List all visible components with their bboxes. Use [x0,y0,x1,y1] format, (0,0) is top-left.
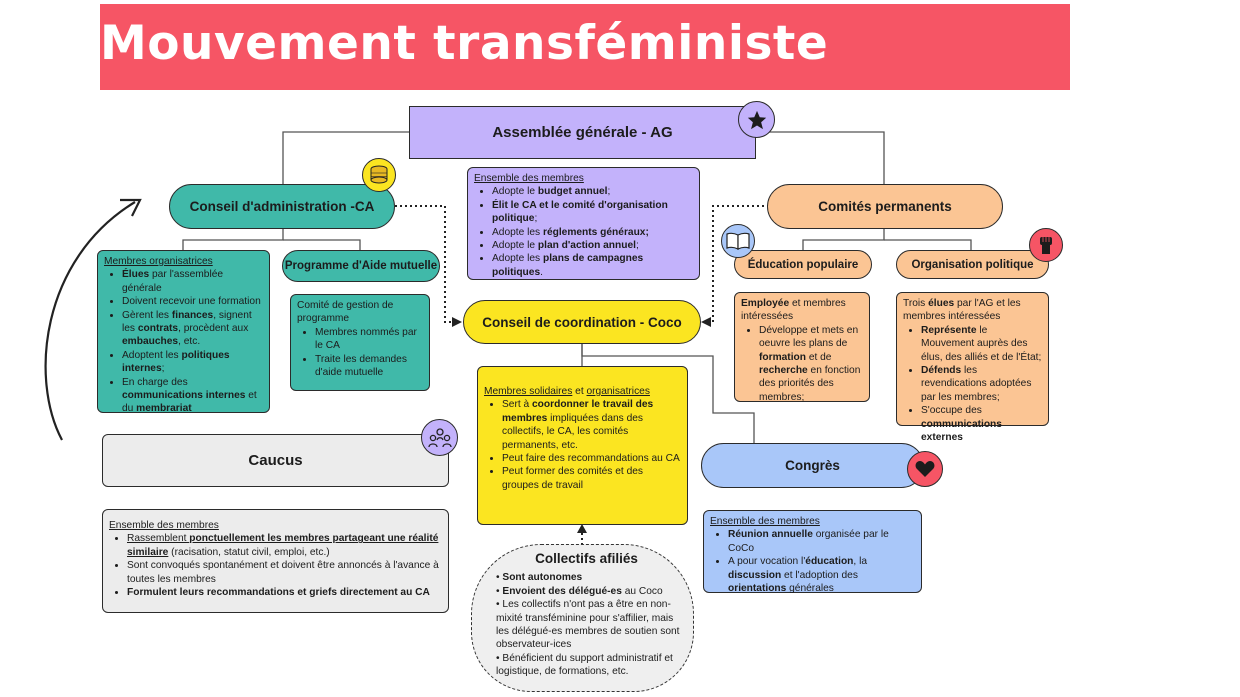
edu-list: Développe et mets en oeuvre les plans de… [741,324,863,404]
caucus-details: Ensemble des membres Rassemblent ponctue… [102,509,449,613]
org-list: Représente le Mouvement auprès des élus,… [903,324,1042,445]
congres-header: Congrès [701,443,924,488]
list-item: • Les collectifs n'ont pas a être en non… [496,599,680,651]
star-icon [738,101,775,138]
list-item: Réunion annuelle organisée par le CoCo [728,528,915,555]
edu-intro: Employée et membres intéressées [741,298,846,323]
caucus-heading: Ensemble des membres [109,520,219,531]
list-item: Sert à coordonner le travail des membres… [502,398,681,452]
ca-header: Conseil d'administration -CA [169,184,395,229]
people-group-icon [421,419,458,456]
org-title: Organisation politique [911,258,1034,271]
ag-list: Adopte le budget annuel;Élit le CA et le… [474,185,693,279]
ca-heading: Membres organisatrices [104,256,213,267]
caucus-title: Caucus [248,452,303,469]
collectifs-list: • Sont autonomes • Envoient des délégué-… [492,571,681,678]
org-intro: Trois élues par l'AG et les membres inté… [903,298,1021,323]
caucus-header: Caucus [102,434,449,487]
list-item: Élit le CA et le comité d'organisation p… [492,199,693,226]
coins-icon [362,158,396,192]
collectifs-title: Collectifs afiliés [535,551,638,566]
page-title: Mouvement transféministe [100,16,829,71]
raised-fist-icon [1029,228,1063,262]
coco-details: Membres solidaires et organisatrices Ser… [477,366,688,525]
ag-title: Assemblée générale - AG [492,124,673,141]
ca-title: Conseil d'administration -CA [189,199,375,214]
comites-header: Comités permanents [767,184,1003,229]
org-details: Trois élues par l'AG et les membres inté… [896,292,1049,443]
ca-list: Élues par l'assemblée générale Doivent r… [104,268,263,415]
list-item: Peut faire des recommandations au CA [502,452,681,465]
list-item: A pour vocation l'éducation, la discussi… [728,555,915,595]
list-item: Adoptent les politiques internes; [122,349,263,376]
coco-heading: Membres solidaires et organisatrices [484,386,650,397]
list-item: • Sont autonomes [496,572,583,584]
list-item: Gèrent les finances, signent les contrat… [122,309,263,349]
ag-details: Ensemble des membres Adopte le budget an… [467,167,700,280]
ca-details: Membres organisatrices Élues par l'assem… [97,250,270,415]
caucus-list: Rassemblent ponctuellement les membres p… [109,532,442,599]
list-item: Formulent leurs recommandations et grief… [127,586,442,599]
list-item: Développe et mets en oeuvre les plans de… [759,324,863,404]
book-icon [721,224,755,258]
heart-icon [907,451,943,487]
list-item: Adopte le plan d'action annuel; [492,239,693,252]
org-header: Organisation politique [896,250,1049,279]
list-item: Adopte les plans de campagnes politiques… [492,252,693,279]
ag-header: Assemblée générale - AG [409,106,756,159]
pam-title: Programme d'Aide mutuelle [284,260,438,272]
list-item: Adopte les réglements généraux; [492,226,693,239]
list-item: Rassemblent ponctuellement les membres p… [127,532,442,559]
edu-header: Éducation populaire [734,250,872,279]
congres-title: Congrès [785,458,840,473]
list-item: Sont convoqués spontanément et doivent ê… [127,559,442,586]
comites-title: Comités permanents [818,199,952,214]
list-item: S'occupe des communications externes [921,404,1042,444]
list-item: En charge des communications internes et… [122,376,263,416]
congres-details: Ensemble des membres Réunion annuelle or… [703,510,922,595]
edu-title: Éducation populaire [747,258,859,271]
list-item: Membres nommés par le CA [315,326,423,353]
list-item: Représente le Mouvement auprès des élus,… [921,324,1042,364]
edu-details: Employée et membres intéressées Développ… [734,292,870,404]
congres-list: Réunion annuelle organisée par le CoCo A… [710,528,915,595]
title-banner: Mouvement transféministe [100,4,1070,90]
congres-heading: Ensemble des membres [710,516,820,527]
coco-title: Conseil de coordination - Coco [482,314,682,330]
ag-heading: Ensemble des membres [474,173,584,184]
list-item: Défends les revendications adoptées par … [921,364,1042,404]
list-item: Doivent recevoir une formation [122,295,263,308]
list-item: Traite les demandes d'aide mutuelle [315,353,423,380]
pam-intro: Comité de gestion de programme [297,300,394,325]
list-item: • Envoient des délégué-es au Coco [496,585,663,597]
pam-list: Membres nommés par le CA Traite les dema… [297,326,423,380]
coco-header: Conseil de coordination - Coco [463,300,701,344]
pam-header: Programme d'Aide mutuelle [282,250,440,282]
list-item: • Bénéficient du support administratif e… [496,652,673,678]
list-item: Adopte le budget annuel; [492,185,693,198]
coco-list: Sert à coordonner le travail des membres… [484,398,681,492]
collectifs-bubble: Collectifs afiliés • Sont autonomes • En… [471,544,694,692]
list-item: Élues par l'assemblée générale [122,268,263,295]
list-item: Peut former des comités et des groupes d… [502,465,681,492]
pam-details: Comité de gestion de programme Membres n… [290,294,430,391]
